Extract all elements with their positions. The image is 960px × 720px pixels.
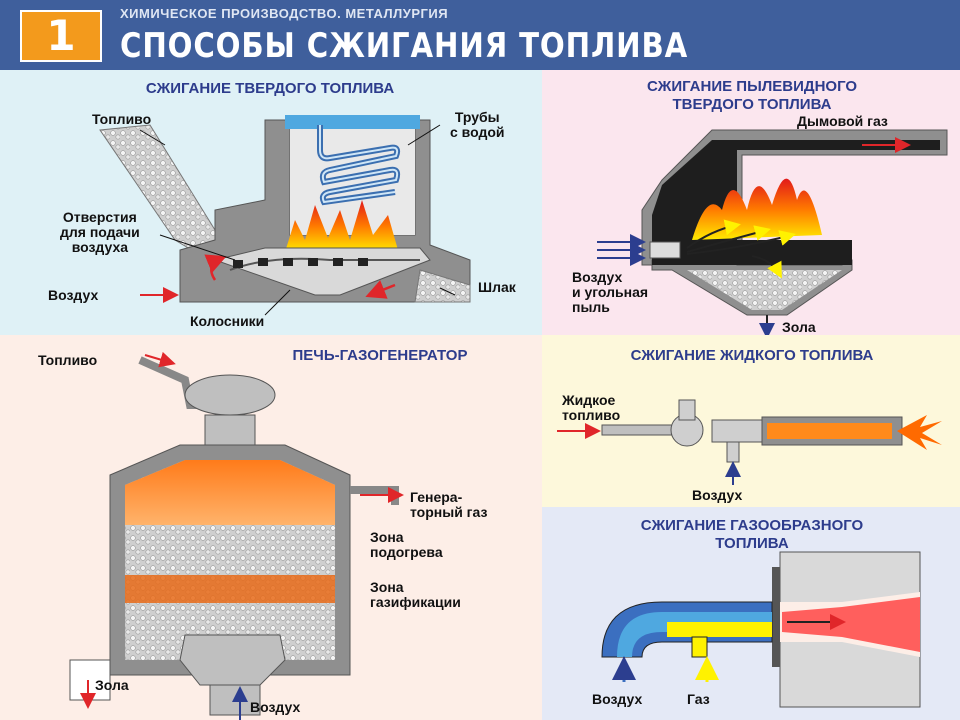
label-grates: Колосники (190, 313, 265, 329)
page-title: СПОСОБЫ СЖИГАНИЯ ТОПЛИВА (120, 26, 689, 66)
slide-number-badge: 1 (20, 10, 102, 62)
pulverized-fuel-diagram (597, 129, 948, 335)
panel-title: СЖИГАНИЕ ТВЕРДОГО ТОПЛИВА (145, 80, 395, 97)
panel-title: ПЕЧЬ-ГАЗОГЕНЕРАТОР (292, 347, 468, 364)
label-generator-gas: Генера- торный газ (410, 489, 488, 520)
label-fuel: Топливо (38, 352, 98, 368)
panel-title: СЖИГАНИЕ ПЫЛЕВИДНОГО ТВЕРДОГО ТОПЛИВА (646, 78, 858, 113)
liquid-fuel-diagram (557, 399, 942, 485)
label-slag: Шлак (478, 279, 516, 295)
label-air: Воздух (48, 287, 99, 303)
label-water-pipes: Трубы с водой (450, 109, 505, 140)
panel-title: СЖИГАНИЕ ЖИДКОГО ТОПЛИВА (630, 347, 874, 364)
label-gas: Газ (687, 691, 710, 707)
label-liquid-fuel: Жидкое топливо (562, 392, 621, 423)
panel-liquid-fuel: СЖИГАНИЕ ЖИДКОГО ТОПЛИВА Жидкое топливо … (542, 335, 960, 507)
label-fuel: Топливо (92, 111, 152, 127)
label-air-dust: Воздух и угольная пыль (572, 269, 649, 315)
label-air: Воздух (250, 699, 301, 715)
label-gasification-zone: Зона газификации (370, 579, 461, 610)
label-flue-gas: Дымовой газ (797, 113, 888, 129)
panel-solid-fuel: СЖИГАНИЕ ТВЕРДОГО ТОПЛИВА Топливо Трубы … (0, 70, 542, 335)
panel-gaseous-fuel: СЖИГАНИЕ ГАЗООБРАЗНОГО ТОПЛИВА Воздух Га… (542, 507, 960, 720)
header-bar: 1 ХИМИЧЕСКОЕ ПРОИЗВОДСТВО. МЕТАЛЛУРГИЯ С… (0, 0, 960, 70)
label-ash: Зола (782, 319, 816, 335)
supertitle: ХИМИЧЕСКОЕ ПРОИЗВОДСТВО. МЕТАЛЛУРГИЯ (120, 6, 449, 21)
panel-pulverized-fuel: СЖИГАНИЕ ПЫЛЕВИДНОГО ТВЕРДОГО ТОПЛИВА Ды… (542, 70, 960, 335)
label-ash: Зола (95, 677, 129, 693)
panel-gas-generator: ПЕЧЬ-ГАЗОГЕНЕРАТОР Топливо Генера- торны… (0, 335, 542, 720)
label-air-holes: Отверстия для подачи воздуха (60, 209, 140, 255)
label-preheat-zone: Зона подогрева (370, 529, 443, 560)
label-air: Воздух (592, 691, 643, 707)
label-air: Воздух (692, 487, 743, 503)
panel-title: СЖИГАНИЕ ГАЗООБРАЗНОГО ТОПЛИВА (640, 517, 864, 552)
solid-fuel-diagram (99, 115, 471, 316)
gas-generator-diagram (69, 351, 404, 720)
gaseous-fuel-diagram (601, 551, 921, 708)
